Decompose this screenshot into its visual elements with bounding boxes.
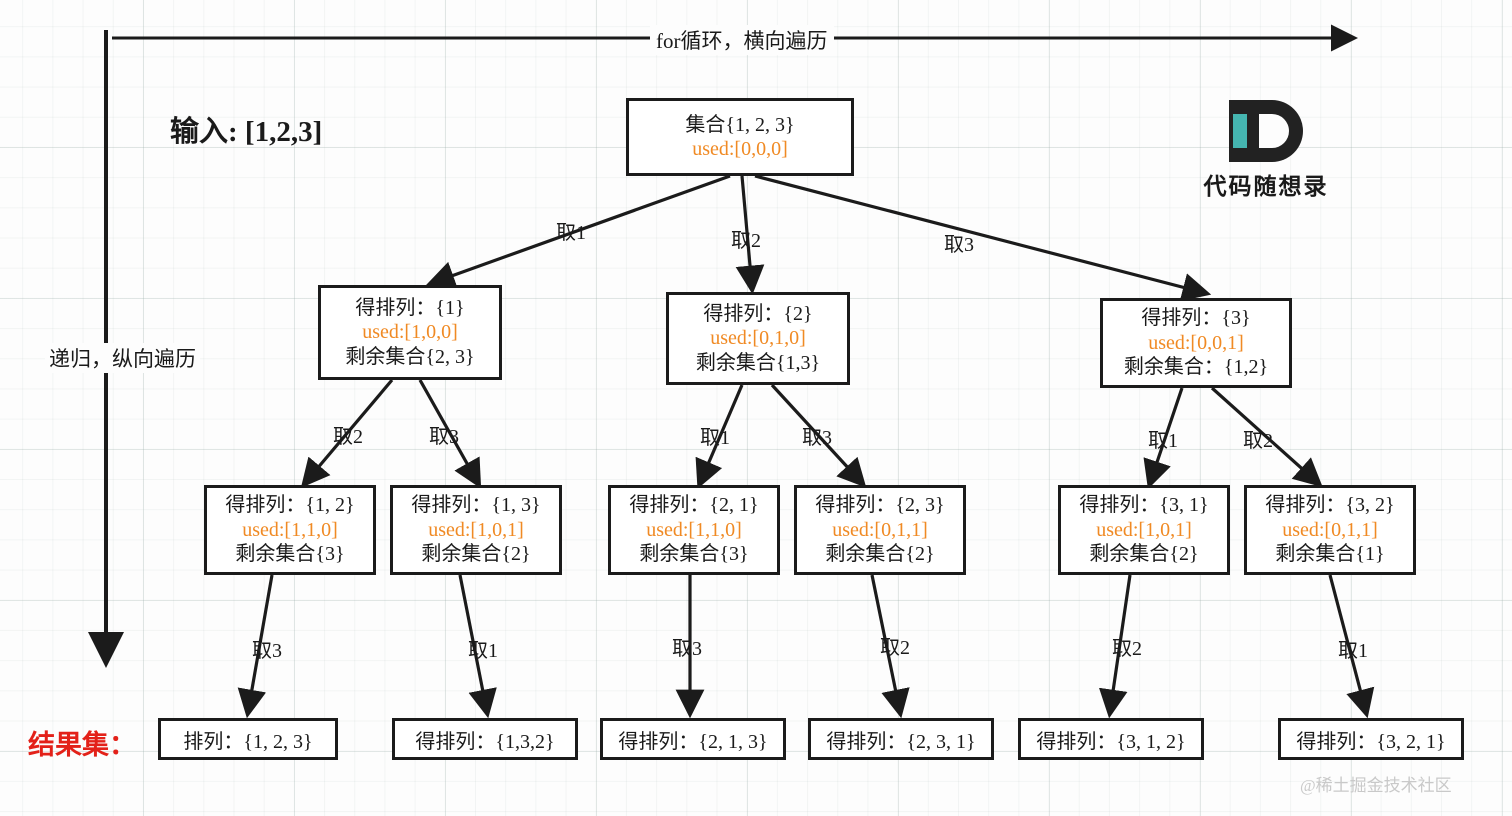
edge-label-l2-0: 取2 xyxy=(333,426,363,448)
edge-label-l1-0: 取1 xyxy=(556,222,586,244)
edge-label-l3-3: 取2 xyxy=(880,637,910,659)
node-line-used: used:[0,1,0] xyxy=(710,327,806,350)
edge-label-l2-2: 取1 xyxy=(700,427,730,449)
result-text: 得排列：{2, 3, 1} xyxy=(826,730,976,753)
node-line-used: used:[0,0,1] xyxy=(1148,331,1244,354)
result-text: 得排列：{3, 1, 2} xyxy=(1036,730,1186,753)
node-line-remaining: 剩余集合{2} xyxy=(1089,543,1199,566)
tree-node-l2-2: 得排列：{2, 1} used:[1,1,0] 剩余集合{3} xyxy=(608,485,780,575)
node-line-used: used:[0,0,0] xyxy=(692,138,788,160)
result-box-2: 得排列：{2, 1, 3} xyxy=(600,718,786,760)
node-line-used: used:[1,0,1] xyxy=(428,518,524,541)
logo-text: 代码随想录 xyxy=(1203,174,1329,199)
result-box-5: 得排列：{3, 2, 1} xyxy=(1278,718,1464,760)
tree-node-l2-0: 得排列：{1, 2} used:[1,1,0] 剩余集合{3} xyxy=(204,485,376,575)
edge-label-l3-5: 取1 xyxy=(1338,640,1368,662)
logo: 代码随想录 xyxy=(1196,100,1336,201)
for-loop-axis-label: for循环，横向遍历 xyxy=(650,25,834,55)
node-line-used: used:[1,1,0] xyxy=(242,518,338,541)
node-line-perm: 得排列：{3, 2} xyxy=(1265,494,1395,517)
node-line-perm: 得排列：{3} xyxy=(1141,307,1251,330)
edge-label-l3-4: 取2 xyxy=(1112,638,1142,660)
edge-label-l2-3: 取3 xyxy=(802,427,832,449)
input-title: 输入: [1,2,3] xyxy=(170,116,323,148)
edge-label-l1-2: 取3 xyxy=(944,234,974,256)
node-line-perm: 得排列：{1} xyxy=(355,296,465,319)
node-line-perm: 得排列：{1, 3} xyxy=(411,494,541,517)
tree-node-root: 集合{1, 2, 3} used:[0,0,0] xyxy=(626,98,854,176)
edge-label-l2-5: 取2 xyxy=(1243,430,1273,452)
tree-node-l2-5: 得排列：{3, 2} used:[0,1,1] 剩余集合{1} xyxy=(1244,485,1416,575)
edge-label-l2-1: 取3 xyxy=(429,426,459,448)
node-line-remaining: 剩余集合{1} xyxy=(1275,543,1385,566)
tree-node-l1-1: 得排列：{2} used:[0,1,0] 剩余集合{1,3} xyxy=(666,292,850,385)
result-text: 得排列：{2, 1, 3} xyxy=(618,730,768,753)
node-line-perm: 得排列：{2, 1} xyxy=(629,494,759,517)
tree-node-l2-3: 得排列：{2, 3} used:[0,1,1] 剩余集合{2} xyxy=(794,485,966,575)
recursion-axis-label: 递归，纵向遍历 xyxy=(45,343,200,373)
result-box-0: 排列：{1, 2, 3} xyxy=(158,718,338,760)
edge-label-l3-0: 取3 xyxy=(252,640,282,662)
node-line-remaining: 剩余集合{2, 3} xyxy=(345,345,475,368)
node-line-perm: 得排列：{2, 3} xyxy=(815,494,945,517)
result-box-4: 得排列：{3, 1, 2} xyxy=(1018,718,1204,760)
edge-label-l3-1: 取1 xyxy=(468,640,498,662)
edge-label-l1-1: 取2 xyxy=(731,230,761,252)
tree-node-l2-4: 得排列：{3, 1} used:[1,0,1] 剩余集合{2} xyxy=(1058,485,1230,575)
node-line-remaining: 剩余集合{2} xyxy=(825,543,935,566)
edge-label-l3-2: 取3 xyxy=(672,638,702,660)
result-text: 得排列：{3, 2, 1} xyxy=(1296,730,1446,753)
node-line-remaining: 剩余集合{1,3} xyxy=(695,351,821,374)
logo-d-icon xyxy=(1229,100,1303,162)
tree-node-l2-1: 得排列：{1, 3} used:[1,0,1] 剩余集合{2} xyxy=(390,485,562,575)
result-set-label: 结果集： xyxy=(28,730,136,760)
edge-label-l2-4: 取1 xyxy=(1148,430,1178,452)
node-line-set: 集合{1, 2, 3} xyxy=(685,113,795,136)
tree-node-l1-0: 得排列：{1} used:[1,0,0] 剩余集合{2, 3} xyxy=(318,285,502,380)
node-line-remaining: 剩余集合{3} xyxy=(235,543,345,566)
result-box-1: 得排列：{1,3,2} xyxy=(392,718,578,760)
node-line-perm: 得排列：{3, 1} xyxy=(1079,494,1209,517)
node-line-used: used:[1,0,0] xyxy=(362,321,458,344)
result-text: 排列：{1, 2, 3} xyxy=(183,730,313,753)
node-line-used: used:[1,1,0] xyxy=(646,518,742,541)
node-line-remaining: 剩余集合{2} xyxy=(421,543,531,566)
node-line-perm: 得排列：{2} xyxy=(703,302,813,325)
tree-node-l1-2: 得排列：{3} used:[0,0,1] 剩余集合：{1,2} xyxy=(1100,298,1292,388)
node-line-remaining: 剩余集合：{1,2} xyxy=(1123,356,1269,379)
result-box-3: 得排列：{2, 3, 1} xyxy=(808,718,994,760)
result-text: 得排列：{1,3,2} xyxy=(415,730,555,753)
node-line-remaining: 剩余集合{3} xyxy=(639,543,749,566)
node-line-used: used:[0,1,1] xyxy=(1282,518,1378,541)
node-line-used: used:[0,1,1] xyxy=(832,518,928,541)
node-line-perm: 得排列：{1, 2} xyxy=(225,494,355,517)
watermark: @稀土掘金技术社区 xyxy=(1300,776,1452,795)
node-line-used: used:[1,0,1] xyxy=(1096,518,1192,541)
